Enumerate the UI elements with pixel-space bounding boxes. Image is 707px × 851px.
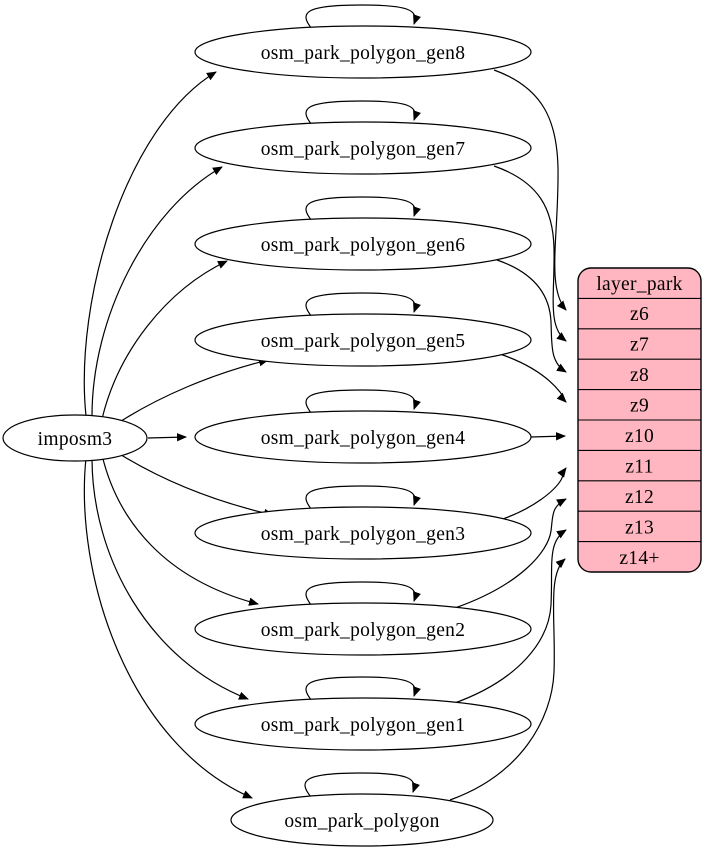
self-loop-gen3: [305, 485, 421, 511]
edge-gen5-z9: [499, 353, 567, 403]
row-z10: z10: [625, 426, 654, 447]
node-osm-park-polygon-gen2: osm_park_polygon_gen2: [194, 602, 532, 656]
self-loop-gen5: [305, 292, 421, 318]
edges-to-layer: [449, 69, 567, 801]
row-z13: z13: [625, 518, 654, 539]
gen7-label: osm_park_polygon_gen7: [261, 139, 466, 160]
row-z6: z6: [630, 304, 649, 325]
self-loop-gen1: [305, 676, 421, 702]
node-imposm3: imposm3: [2, 414, 148, 462]
gen2-ellipse: [194, 602, 532, 656]
row-z9: z9: [630, 396, 649, 417]
edge-imposm3-gen8: [83, 71, 217, 417]
gen8-ellipse: [194, 25, 532, 79]
gen5-label: osm_park_polygon_gen5: [261, 331, 466, 352]
node-osm-park-polygon-gen3: osm_park_polygon_gen3: [194, 506, 532, 560]
node-layer-park: layer_park z6 z7 z8 z9 z10 z11 z12 z13 z…: [577, 267, 702, 573]
node-osm-park-polygon-gen6: osm_park_polygon_gen6: [194, 217, 532, 271]
self-loop-edges: [304, 4, 421, 798]
edge-polygon-z14: [449, 558, 566, 801]
layer-park-title: layer_park: [596, 274, 682, 295]
edge-imposm3-gen3: [117, 452, 274, 518]
node-osm-park-polygon-gen4: osm_park_polygon_gen4: [194, 410, 532, 464]
self-loop-polygon: [304, 772, 420, 798]
gen1-ellipse: [194, 697, 532, 751]
node-osm-park-polygon-gen5: osm_park_polygon_gen5: [194, 313, 532, 367]
self-loop-gen6: [305, 196, 421, 222]
self-loop-gen7: [305, 100, 421, 126]
gen4-ellipse: [194, 410, 532, 464]
edges-from-source: [83, 71, 274, 799]
self-loop-gen2: [305, 581, 421, 607]
gen3-label: osm_park_polygon_gen3: [261, 524, 466, 545]
imposm3-label: imposm3: [38, 429, 113, 450]
gen7-ellipse: [194, 121, 532, 175]
edge-imposm3-gen5: [117, 358, 269, 424]
edge-gen4-z10: [530, 432, 566, 441]
gen6-label: osm_park_polygon_gen6: [261, 235, 466, 256]
edge-imposm3-gen1: [91, 457, 249, 700]
gen4-label: osm_park_polygon_gen4: [261, 428, 466, 449]
edge-gen2-z12: [454, 498, 567, 609]
row-z11: z11: [625, 457, 653, 478]
edge-imposm3-polygon: [83, 457, 253, 799]
edge-gen3-z11: [499, 467, 567, 521]
row-z14: z14+: [619, 548, 659, 569]
node-osm-park-polygon-gen1: osm_park_polygon_gen1: [194, 697, 532, 751]
gen3-ellipse: [194, 506, 532, 560]
gen1-label: osm_park_polygon_gen1: [261, 715, 466, 736]
imposm3-ellipse: [2, 414, 148, 462]
gen2-label: osm_park_polygon_gen2: [261, 620, 466, 641]
edge-gen1-z13: [451, 529, 567, 705]
edge-gen8-z6: [493, 69, 567, 311]
self-loop-gen4: [305, 389, 421, 415]
gen5-ellipse: [194, 313, 532, 367]
row-z12: z12: [625, 487, 654, 508]
edge-gen6-z8: [496, 259, 567, 373]
edge-imposm3-gen4: [147, 433, 187, 442]
polygon-label: osm_park_polygon: [284, 811, 439, 832]
table-nodes: osm_park_polygon_gen8 osm_park_polygon_g…: [194, 25, 532, 847]
row-z7: z7: [630, 335, 649, 356]
edge-gen7-z7: [493, 165, 567, 342]
row-z8: z8: [630, 365, 649, 386]
gen8-label: osm_park_polygon_gen8: [261, 43, 466, 64]
gen6-ellipse: [194, 217, 532, 271]
node-osm-park-polygon-gen7: osm_park_polygon_gen7: [194, 121, 532, 175]
self-loop-gen8: [305, 4, 421, 30]
node-osm-park-polygon: osm_park_polygon: [230, 793, 494, 847]
edge-imposm3-gen6: [101, 260, 228, 420]
edge-imposm3-gen7: [91, 166, 223, 417]
node-osm-park-polygon-gen8: osm_park_polygon_gen8: [194, 25, 532, 79]
polygon-ellipse: [230, 793, 494, 847]
edge-imposm3-gen2: [101, 454, 259, 606]
